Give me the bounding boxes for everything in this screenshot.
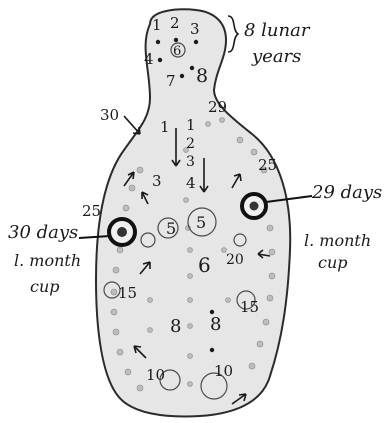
label-5-left: 5	[166, 219, 176, 238]
label-29: 29	[208, 98, 227, 116]
head-number-8: 8	[196, 65, 208, 87]
head-note-line1: 8 lunar	[244, 20, 311, 41]
head-brace	[228, 16, 238, 52]
right-month-cup	[242, 194, 266, 218]
left-month-cup	[109, 219, 135, 245]
label-2: 2	[186, 136, 195, 152]
head-number-1: 1	[152, 16, 162, 34]
label-30-top: 30	[100, 106, 119, 124]
head-number-3: 3	[190, 20, 200, 38]
label-15-left: 15	[118, 284, 137, 302]
left-cup-caption-line3: cup	[30, 277, 60, 296]
head-note-line2: years	[251, 46, 301, 67]
head-number-7: 7	[166, 72, 176, 90]
label-3-left: 3	[152, 172, 162, 190]
left-cup-caption-line1: 30 days	[8, 222, 78, 243]
label-10-right: 10	[214, 362, 233, 380]
label-3-center: 3	[186, 154, 195, 170]
label-8-left: 8	[170, 316, 181, 337]
label-25-left: 25	[82, 202, 101, 220]
right-cup-caption-line1: 29 days	[311, 182, 382, 203]
label-6: 6	[198, 253, 211, 277]
right-cup-caption-line2: l. month	[304, 231, 371, 250]
label-4: 4	[186, 174, 196, 192]
label-1-right: 1	[186, 116, 196, 134]
label-25-right: 25	[258, 156, 277, 174]
head-number-4: 4	[144, 50, 154, 68]
label-5-right: 5	[196, 213, 206, 232]
head-number-2: 2	[170, 14, 180, 32]
label-1: 1	[160, 118, 170, 136]
left-cup-caption-line2: l. month	[14, 251, 81, 270]
label-10-left: 10	[146, 366, 165, 384]
right-cup-caption-line3: cup	[318, 253, 348, 272]
head-number-6: 6	[173, 44, 181, 59]
label-8-right: 8	[210, 314, 221, 335]
arrow-30	[124, 116, 140, 134]
label-20: 20	[226, 252, 244, 268]
label-15-right: 15	[240, 298, 259, 316]
